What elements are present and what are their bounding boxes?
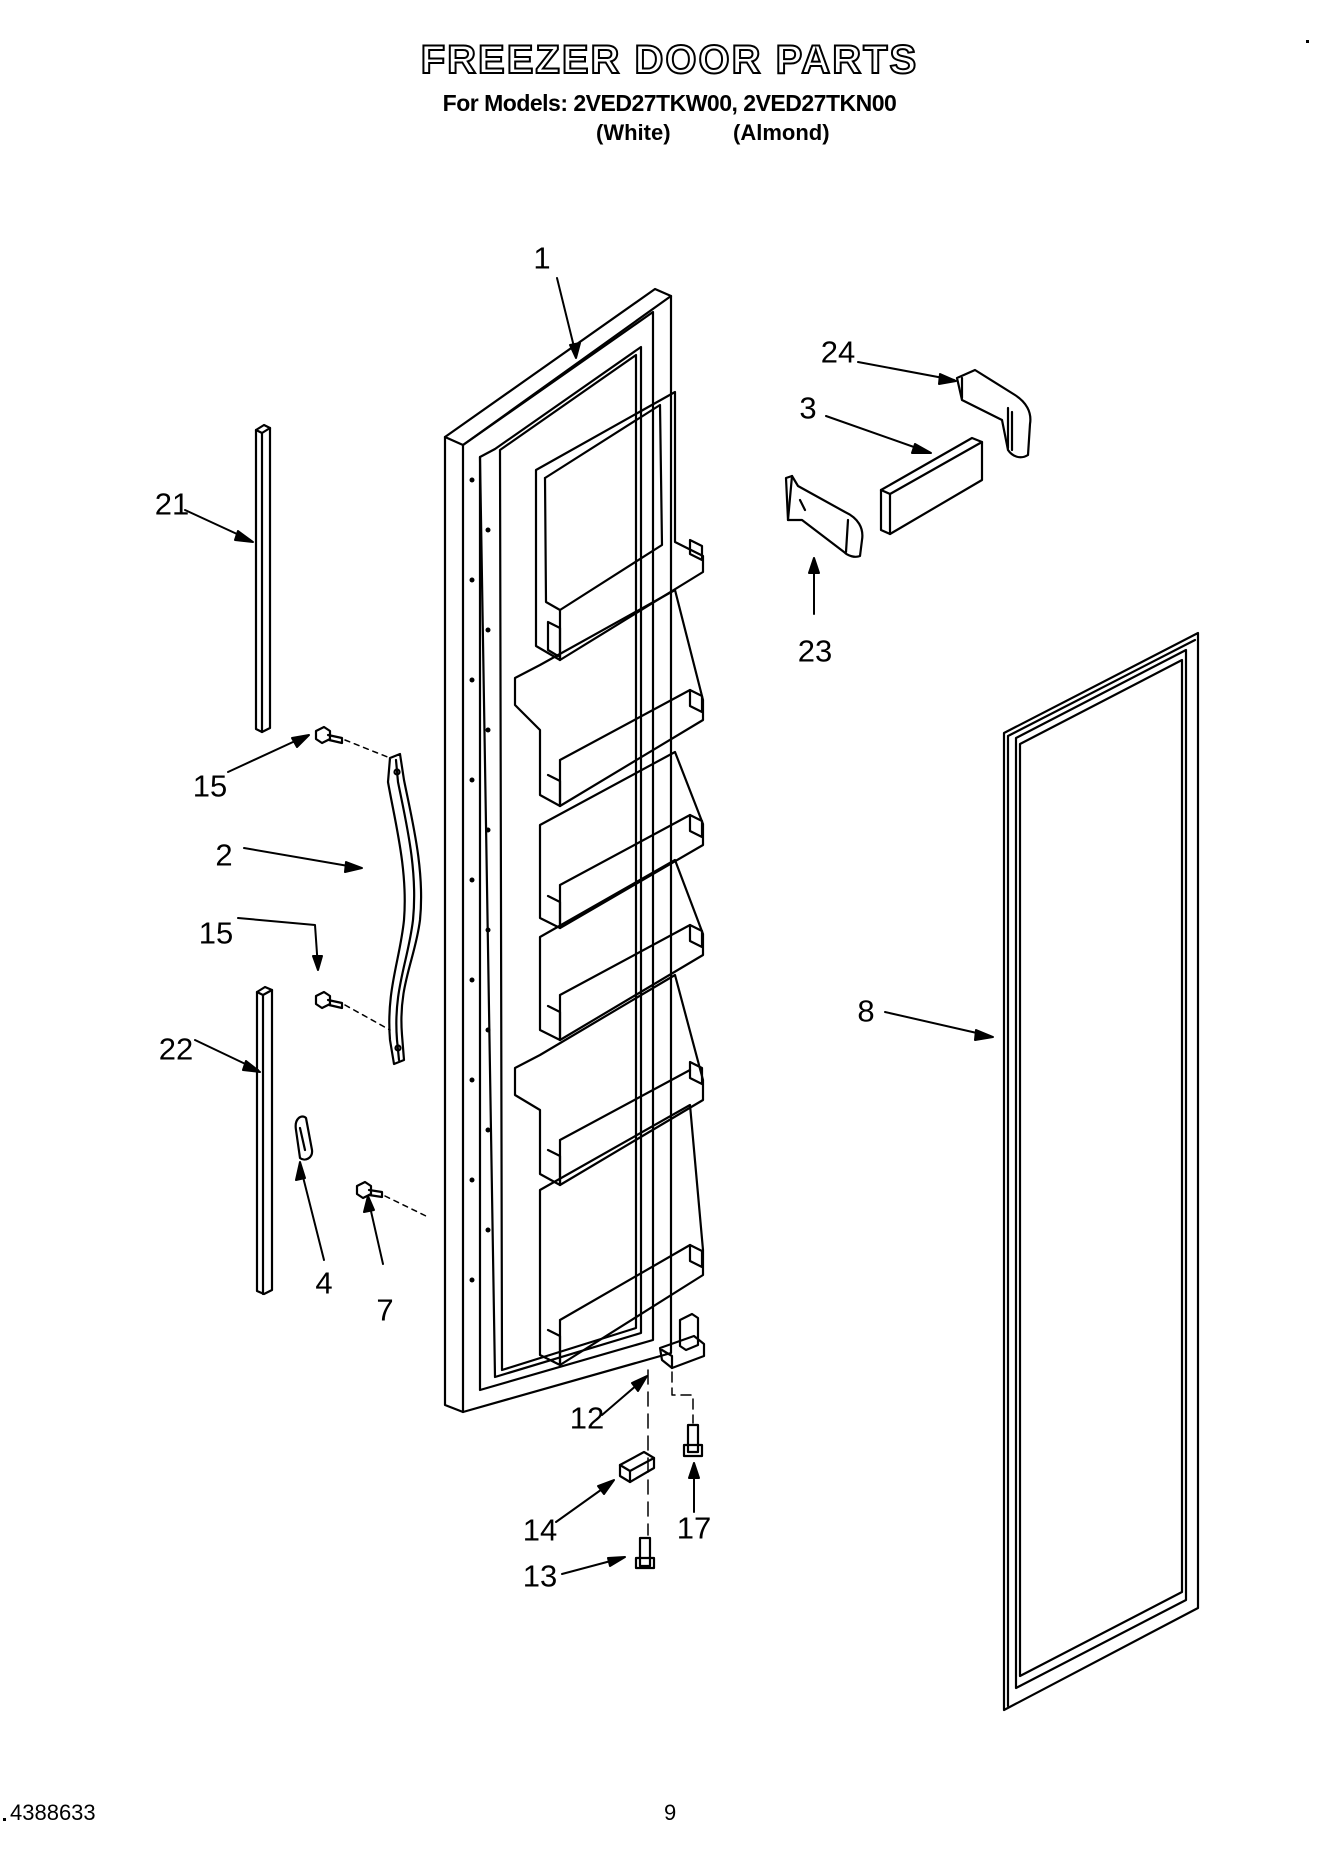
callout-1: 1: [533, 240, 551, 276]
models-line: For Models: 2VED27TKW00, 2VED27TKN00: [442, 90, 897, 116]
callout-17: 17: [676, 1510, 712, 1546]
leader-arrows: [184, 277, 994, 1575]
trim-screw: [355, 1180, 429, 1218]
callout-21: 21: [154, 486, 190, 522]
callout-13: 13: [522, 1558, 558, 1594]
trim-strip-top: [254, 423, 272, 734]
hinge-pin-screw: [682, 1423, 704, 1458]
hinge-screw: [634, 1536, 656, 1570]
door-panel: [443, 287, 705, 1414]
callout-2: 2: [215, 837, 233, 873]
callout-15-bottom: 15: [198, 915, 234, 951]
page-number: 9: [664, 1800, 677, 1825]
callout-23: 23: [797, 633, 833, 669]
callout-3: 3: [799, 390, 817, 426]
trim-strip-bottom: [255, 985, 274, 1296]
callout-7: 7: [376, 1292, 394, 1328]
callout-12: 12: [569, 1400, 605, 1436]
door-handle: [386, 752, 423, 1066]
handle-screw-top: [314, 725, 391, 759]
hinge-bracket: [618, 1450, 656, 1484]
callout-4: 4: [315, 1265, 333, 1301]
document-number: 4388633: [10, 1800, 96, 1825]
page-title: FREEZER DOOR PARTS: [420, 37, 919, 83]
corner-mark: [1306, 40, 1309, 43]
corner-mark-bottom: [3, 1818, 6, 1821]
callout-24: 24: [820, 334, 856, 370]
color-almond-label: (Almond): [733, 120, 830, 145]
callout-15-top: 15: [192, 768, 228, 804]
retainer-bar: [879, 436, 984, 536]
handle-screw-bottom: [314, 990, 391, 1031]
callout-22: 22: [158, 1031, 194, 1067]
bracket-left: [784, 474, 864, 558]
callout-14: 14: [522, 1512, 558, 1548]
callout-8: 8: [857, 993, 875, 1029]
color-white-label: (White): [596, 120, 671, 145]
bracket-right: [955, 368, 1032, 459]
trim-clip: [294, 1115, 314, 1161]
door-gasket: [1002, 631, 1200, 1712]
hinge: [658, 1312, 706, 1370]
